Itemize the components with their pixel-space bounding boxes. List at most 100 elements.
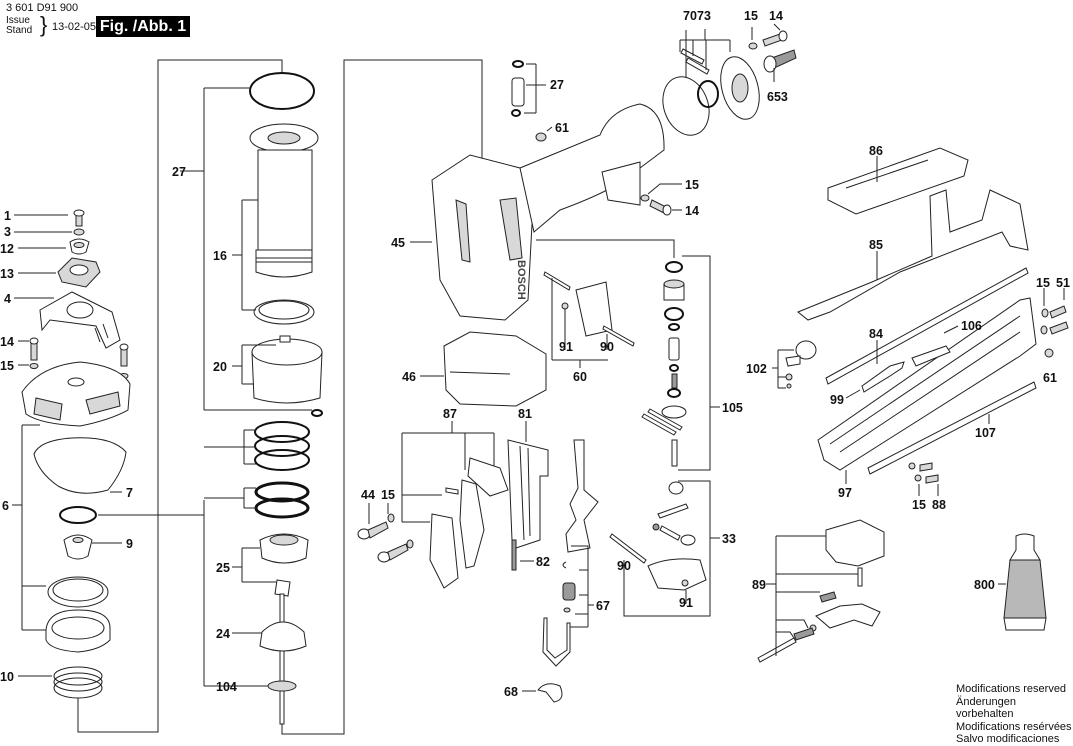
part-bolt-right [119, 343, 129, 379]
notice-line-fr: Modifications resérvées [956, 720, 1072, 733]
part-screw-14-side [649, 199, 672, 216]
svg-text:BOSCH: BOSCH [515, 260, 527, 300]
part-grease-tube-800 [998, 533, 1047, 631]
part-valve-9 [63, 534, 93, 560]
part-piston-25 [259, 533, 309, 564]
modifications-notice: Modifications reserved Änderungen vorbeh… [956, 683, 1073, 746]
part-group-81 [507, 421, 549, 571]
issue-date: 13-02-05 [52, 21, 97, 33]
callout-90a: 90 [600, 340, 614, 354]
brace-icon: } [40, 12, 48, 37]
part-spring-99 [861, 361, 905, 393]
callout-107: 107 [975, 426, 996, 440]
part-cylinder-cap [21, 361, 131, 427]
part-base-46 [443, 331, 547, 407]
callout-90b: 90 [617, 559, 631, 573]
part-screw-14-top [762, 30, 788, 47]
part-washer-3 [73, 228, 85, 236]
part-bolt-14 [29, 337, 39, 361]
callout-46: 46 [402, 370, 416, 384]
part-roller-102 [785, 340, 817, 389]
part-oring-top [249, 72, 315, 110]
callout-105: 105 [722, 401, 743, 415]
callout-10: 10 [0, 670, 14, 684]
part-group-cap [12, 59, 283, 733]
callout-27b: 27 [550, 78, 564, 92]
callout-60: 60 [573, 370, 587, 384]
part-strip-107 [867, 381, 1037, 475]
part-oring [59, 506, 97, 524]
callout-25: 25 [216, 561, 230, 575]
part-group-cylinder [180, 59, 483, 735]
part-group-trigger-87 [357, 421, 509, 589]
callout-14a: 14 [0, 335, 14, 349]
callout-61b: 61 [1043, 371, 1057, 385]
part-ring-housing [45, 609, 111, 653]
callout-653: 653 [767, 90, 788, 104]
callout-104: 104 [216, 680, 237, 694]
part-shield-4 [39, 291, 121, 349]
part-screws-51 [1040, 305, 1069, 358]
part-washer-15 [29, 363, 39, 369]
callout-44: 44 [361, 488, 375, 502]
callout-106: 106 [961, 319, 982, 333]
callout-14b: 14 [769, 9, 783, 23]
part-ring [47, 576, 109, 608]
part-flange [720, 56, 760, 120]
notice-line-de: Änderungen vorbehalten [956, 695, 1016, 721]
callout-82: 82 [536, 555, 550, 569]
callout-20: 20 [213, 360, 227, 374]
part-sleeve-20 [251, 335, 323, 404]
callout-85: 85 [869, 238, 883, 252]
part-screw-1 [73, 209, 85, 227]
callout-51: 51 [1056, 276, 1070, 290]
part-oring-small [311, 409, 323, 417]
part-frame-97 [817, 297, 1037, 471]
issue-label-en: Issue [6, 15, 30, 26]
callout-24: 24 [216, 627, 230, 641]
callout-15f: 15 [912, 498, 926, 512]
callout-97: 97 [838, 486, 852, 500]
callout-73: 73 [697, 9, 711, 23]
callout-84: 84 [869, 327, 883, 341]
part-group-89 [757, 519, 885, 663]
callout-88: 88 [932, 498, 946, 512]
callout-3: 3 [4, 225, 11, 239]
callout-13: 13 [0, 267, 14, 281]
callout-102: 102 [746, 362, 767, 376]
part-group-valve-105 [536, 239, 720, 471]
callout-99: 99 [830, 393, 844, 407]
part-cylinder-16 [249, 123, 319, 278]
part-spring-10 [53, 666, 103, 699]
callout-61a: 61 [555, 121, 569, 135]
callout-15a: 15 [0, 359, 14, 373]
part-driver-24 [259, 579, 307, 725]
part-nut-61 [535, 132, 547, 142]
callout-45: 45 [391, 236, 405, 250]
callout-27a: 27 [172, 165, 186, 179]
part-group-housing: BOSCH [410, 60, 665, 407]
part-valve-27 [511, 60, 525, 117]
issue-label: Issue Stand [6, 16, 32, 36]
part-group-guide-60 [543, 271, 635, 368]
figure-label: Fig. /Abb. 1 [96, 16, 190, 37]
callout-87: 87 [443, 407, 457, 421]
notice-line-es: Salvo modificaciones [956, 733, 1060, 745]
part-washer-15-side [640, 194, 650, 202]
part-washer-15-top [748, 42, 758, 50]
callout-68: 68 [504, 685, 518, 699]
part-group-33 [609, 480, 720, 617]
callout-15c: 15 [685, 178, 699, 192]
callout-12: 12 [0, 242, 14, 256]
callout-67: 67 [596, 599, 610, 613]
callout-4: 4 [4, 292, 11, 306]
part-spring-82 [511, 539, 517, 571]
callout-70: 70 [683, 9, 697, 23]
part-gasket-7 [33, 437, 127, 494]
callout-14c: 14 [685, 204, 699, 218]
callout-9: 9 [126, 537, 133, 551]
callout-89: 89 [752, 578, 766, 592]
callout-1: 1 [4, 209, 11, 223]
part-fitting-653 [763, 49, 797, 73]
